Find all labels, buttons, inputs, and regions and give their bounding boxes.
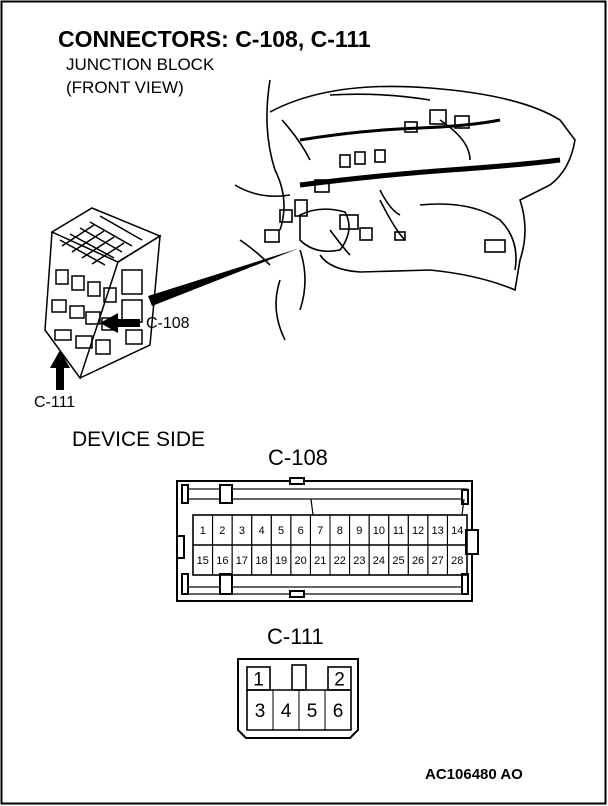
junction-block bbox=[44, 207, 162, 380]
c108-arrow bbox=[100, 313, 140, 333]
c111-callout-label: C-111 bbox=[34, 394, 76, 411]
pin-number: 18 bbox=[255, 555, 267, 567]
pin-number: 19 bbox=[275, 555, 287, 567]
pin-number: 28 bbox=[451, 555, 463, 567]
junction-block-view-label: (FRONT VIEW) bbox=[66, 78, 184, 97]
pin-number: 12 bbox=[412, 525, 424, 537]
pin-number: 13 bbox=[432, 525, 444, 537]
pin-number: 7 bbox=[317, 525, 323, 537]
c111-connector-title: C-111 bbox=[267, 624, 324, 649]
pin-number: 6 bbox=[333, 701, 344, 722]
pin-number: 21 bbox=[314, 555, 326, 567]
c108-connector-graphic bbox=[176, 477, 479, 602]
pin-number: 3 bbox=[239, 525, 245, 537]
pin-number: 20 bbox=[295, 555, 307, 567]
pin-number: 6 bbox=[298, 525, 304, 537]
pin-number: 23 bbox=[353, 555, 365, 567]
pin-number: 4 bbox=[258, 525, 264, 537]
pin-cell bbox=[324, 689, 352, 731]
pin-number: 27 bbox=[432, 555, 444, 567]
pin-number: 14 bbox=[451, 525, 463, 537]
pin-cell bbox=[446, 544, 468, 576]
pin-number: 15 bbox=[197, 555, 209, 567]
pin-number: 10 bbox=[373, 525, 385, 537]
c111-arrow bbox=[50, 350, 70, 390]
figure-code: AC106480 AO bbox=[425, 766, 523, 783]
pin-number: 26 bbox=[412, 555, 424, 567]
pin-number: 1 bbox=[253, 670, 264, 691]
pin-number: 5 bbox=[307, 701, 318, 722]
pin-number: 8 bbox=[337, 525, 343, 537]
pin-number: 5 bbox=[278, 525, 284, 537]
junction-block-label: JUNCTION BLOCK bbox=[66, 55, 215, 74]
pin-number: 16 bbox=[216, 555, 228, 567]
dashboard-illustration bbox=[234, 79, 576, 341]
pin-number: 22 bbox=[334, 555, 346, 567]
c108-connector-title: C-108 bbox=[268, 445, 328, 470]
pin-number: 11 bbox=[393, 525, 404, 537]
pointer-wedge bbox=[148, 242, 315, 306]
pin-number: 9 bbox=[356, 525, 362, 537]
pin-number: 17 bbox=[236, 555, 248, 567]
pin-number: 2 bbox=[334, 670, 345, 691]
pin-number: 25 bbox=[392, 555, 404, 567]
pin-number: 4 bbox=[281, 701, 292, 722]
pin-number: 24 bbox=[373, 555, 385, 567]
pin-number: 1 bbox=[200, 525, 206, 537]
c108-callout-label: C-108 bbox=[146, 315, 190, 332]
page-title: CONNECTORS: C-108, C-111 bbox=[58, 26, 371, 52]
device-side-label: DEVICE SIDE bbox=[72, 428, 206, 451]
pin-number: 2 bbox=[219, 525, 225, 537]
pin-number: 3 bbox=[255, 701, 266, 722]
